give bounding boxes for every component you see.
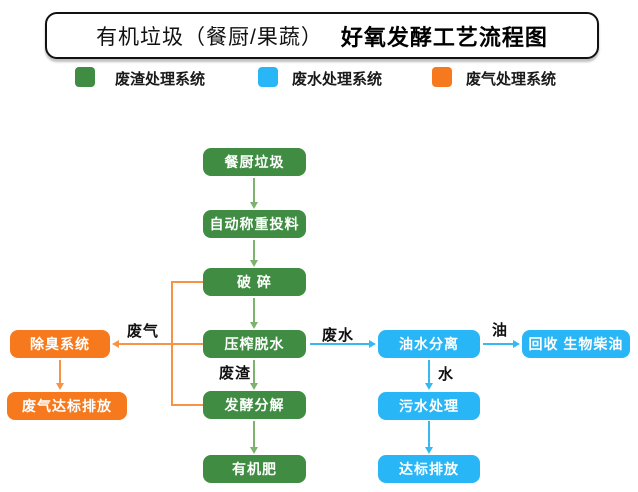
node-waste-gas-discharge: 废气达标排放: [7, 392, 127, 420]
legend-swatch-water: [258, 67, 278, 87]
node-recycle-biodiesel: 回收 生物柴油: [522, 330, 630, 358]
title-main: 好氧发酵工艺流程图: [340, 24, 548, 50]
arrow-press-to-fermentation: [250, 360, 258, 390]
arrow-sewage-to-discharge: [425, 421, 433, 454]
arrow-gas-to-deodorization: [112, 340, 203, 348]
edge-label-oil: 油: [492, 322, 509, 339]
node-sewage-treatment: 污水处理: [378, 392, 480, 420]
arrow-oilsep-to-biodiesel: [483, 340, 520, 348]
node-oil-water-separation: 油水分离: [378, 330, 480, 358]
node-organic-fertilizer: 有机肥: [203, 455, 306, 483]
legend-label-water: 废水处理系统: [292, 71, 383, 88]
arrow-weighing-to-crushing: [250, 240, 258, 267]
arrow-deodorization-to-discharge: [56, 360, 64, 390]
arrow-kitchen-to-weighing: [250, 178, 258, 209]
legend-label-residue: 废渣处理系统: [115, 71, 206, 88]
legend-swatch-gas: [432, 67, 452, 87]
node-deodorization: 除臭系统: [10, 330, 110, 358]
title-prefix: 有机垃圾（餐厨/果蔬）: [96, 25, 323, 49]
edge-label-waste-gas: 废气: [127, 323, 160, 340]
connector-gas-from-crushing: [171, 281, 203, 283]
edge-label-water: 水: [438, 366, 455, 383]
node-fermentation: 发酵分解: [203, 391, 306, 419]
edge-label-waste-water: 废水: [322, 327, 355, 344]
node-crushing: 破 碎: [203, 268, 306, 296]
legend-label-gas: 废气处理系统: [466, 71, 557, 88]
legend-swatch-residue: [75, 67, 95, 87]
title-box: 有机垃圾（餐厨/果蔬） 好氧发酵工艺流程图: [45, 12, 599, 59]
edge-label-waste-residue: 废渣: [219, 365, 252, 382]
node-auto-weighing: 自动称重投料: [203, 210, 306, 238]
arrow-oilsep-to-sewage: [425, 360, 433, 390]
node-press-dewatering: 压榨脱水: [203, 330, 306, 358]
arrow-press-to-oilsep: [310, 340, 376, 348]
arrow-fermentation-to-fertilizer: [250, 421, 258, 454]
arrow-crushing-to-press: [250, 298, 258, 329]
connector-gas-from-fermentation: [171, 404, 203, 406]
node-standard-discharge: 达标排放: [378, 455, 480, 483]
node-kitchen-waste: 餐厨垃圾: [203, 148, 306, 176]
